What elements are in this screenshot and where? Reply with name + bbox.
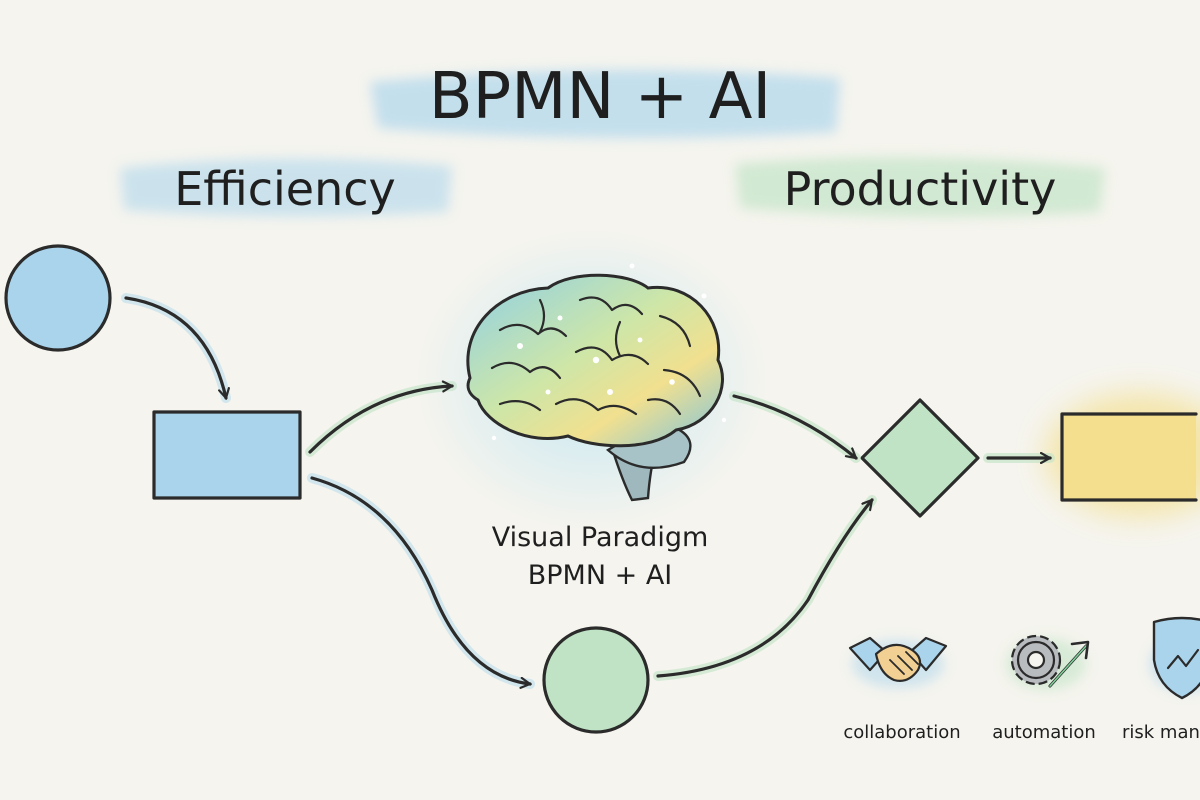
arrow-brain-to-gateway bbox=[732, 394, 856, 460]
start-event-outline bbox=[4, 244, 112, 352]
productivity-wash bbox=[735, 156, 1105, 218]
title-group: BPMN + AI bbox=[370, 60, 840, 139]
end-task-box bbox=[1045, 393, 1200, 517]
risk-label: risk manc bbox=[1122, 722, 1200, 743]
center-label-line1: Visual Paradigm bbox=[492, 522, 709, 553]
automation-label: automation bbox=[992, 722, 1096, 743]
efficiency-heading: Efficiency bbox=[174, 162, 396, 216]
icon-automation: automation bbox=[992, 634, 1096, 743]
icon-risk: risk manc bbox=[1122, 616, 1200, 743]
efficiency-wash bbox=[120, 158, 452, 217]
gateway-diamond bbox=[860, 398, 980, 518]
intermediate-event-outline bbox=[542, 626, 650, 734]
end-task-outline bbox=[1060, 412, 1198, 502]
task-box-fill bbox=[154, 412, 300, 498]
intermediate-event bbox=[542, 626, 650, 734]
arrow-start-to-task bbox=[124, 296, 226, 398]
task-box-outline bbox=[152, 410, 302, 500]
gear-arrow-icon bbox=[1010, 634, 1090, 688]
title-wash bbox=[370, 69, 840, 139]
shield-icon bbox=[1152, 616, 1200, 700]
end-task-fill bbox=[1062, 414, 1196, 500]
brain-illustration bbox=[417, 230, 767, 530]
icon-collaboration: collaboration bbox=[843, 636, 961, 743]
flow-arrows bbox=[121, 293, 1055, 689]
task-box bbox=[152, 410, 302, 500]
gateway-fill bbox=[862, 400, 978, 516]
center-label-line2: BPMN + AI bbox=[528, 560, 673, 591]
handshake-icon bbox=[848, 636, 948, 682]
arrow-task-to-intermediate bbox=[310, 476, 530, 684]
arrow-task-to-brain bbox=[308, 386, 452, 454]
productivity-heading-group: Productivity bbox=[735, 156, 1105, 218]
intermediate-event-fill bbox=[544, 628, 648, 732]
brain-sparkles bbox=[491, 263, 727, 441]
page-title: BPMN + AI bbox=[429, 60, 772, 134]
arrow-intermediate-to-gateway bbox=[656, 500, 874, 678]
brain-folds bbox=[490, 296, 702, 416]
collaboration-label: collaboration bbox=[843, 722, 960, 743]
start-event-fill bbox=[6, 246, 110, 350]
efficiency-heading-group: Efficiency bbox=[120, 158, 452, 217]
start-event bbox=[4, 244, 112, 352]
gateway-outline bbox=[860, 398, 980, 518]
productivity-heading: Productivity bbox=[784, 162, 1057, 216]
